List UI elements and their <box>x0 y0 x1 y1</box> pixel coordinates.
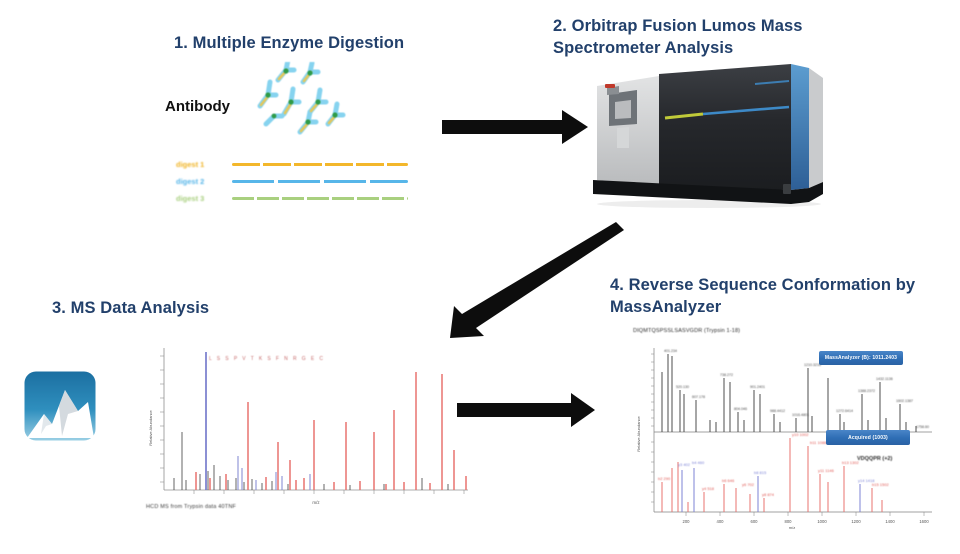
spectrum4-xtick: 600 <box>751 519 759 524</box>
ion-label: y4 518 <box>702 486 715 491</box>
digest-label: digest 2 <box>176 177 205 186</box>
spectrum4-xtick: 1000 <box>817 519 827 524</box>
ion-label: y11 1146 <box>818 468 835 473</box>
step1-heading: 1. Multiple Enzyme Digestion <box>174 34 405 52</box>
massanalyzer-label-box: MassAnalyzer (B): 1011.2403 <box>819 351 903 365</box>
arrow-step2-to-step3 <box>450 222 624 338</box>
antibody-label: Antibody <box>165 98 230 115</box>
arrow-step1-to-step2 <box>442 110 588 144</box>
digest-bar <box>232 163 408 166</box>
antibody-illustration <box>257 62 346 135</box>
spectrum4-ylabel: Relative Abundance <box>636 415 641 451</box>
mass-label: 1602.1387 <box>896 399 913 403</box>
spectrum3-xlabel: m/z <box>312 500 320 505</box>
peptide-charge-tag: VDQQPR (+2) <box>857 456 893 462</box>
ion-label: b4 460 <box>692 460 705 465</box>
digest-legend: digest 1 digest 2 digest 3 <box>176 156 408 207</box>
ion-label: b13 1302 <box>842 460 859 465</box>
digest-row: digest 1 <box>176 156 408 173</box>
step2-heading: 2. Orbitrap Fusion Lumos Mass Spectromet… <box>553 17 803 57</box>
mass-label: 607.178 <box>692 395 705 399</box>
step3-heading: 3. MS Data Analysis <box>52 299 210 317</box>
spectrum4-xtick: 1200 <box>851 519 861 524</box>
mass-label: 1272.6414 <box>836 409 853 413</box>
ms-data-analysis-spectrum: Relative Abundance m/z <box>148 348 468 505</box>
mass-spectrometer-image <box>593 64 823 208</box>
ion-label: b8 815 <box>754 470 767 475</box>
arrow-step3-to-step4 <box>457 393 595 427</box>
digest-label: digest 3 <box>176 194 205 203</box>
mass-label: 1016.4801 <box>792 413 809 417</box>
digest-bar <box>232 197 408 200</box>
ion-label: b6 646 <box>722 478 735 483</box>
spectrum4-xtick: 1400 <box>885 519 895 524</box>
xcalibur-mountain-icon <box>21 368 99 444</box>
ion-label: b15 1502 <box>872 482 889 487</box>
mass-label: 901.2401 <box>750 385 765 389</box>
mass-label: 401.234 <box>664 349 677 353</box>
spectrum3-sequence-annotation: L S S P V T K S F N R G E C <box>209 356 325 362</box>
step4-heading: 4. Reverse Sequence Conformation by Mass… <box>610 276 916 316</box>
mass-label: 988.4412 <box>770 409 785 413</box>
ion-label: b11 1088 <box>810 440 827 445</box>
ion-label: y10 1002 <box>792 432 809 437</box>
ion-label: y3 402 <box>678 462 691 467</box>
mass-label: 1210.3216 <box>804 363 821 367</box>
mass-label: 1388.2372 <box>858 389 875 393</box>
ion-label: b2 290 <box>658 476 671 481</box>
spectrum3-ylabel: Relative Abundance <box>148 409 153 445</box>
spectrum4-xtick: 400 <box>717 519 725 524</box>
digest-label: digest 1 <box>176 160 205 169</box>
mass-label: 520.130 <box>676 385 689 389</box>
spectrum4-xtick: 200 <box>683 519 691 524</box>
massanalyzer-mirror-plot: 200 400 600 800 1000 1200 1400 1600 <box>636 348 932 530</box>
mass-label: 1432.1136 <box>876 377 893 381</box>
acquired-label-box: Acquired (1003) <box>826 430 910 445</box>
ion-label: y8 874 <box>762 492 775 497</box>
spectrum4-xtick: 1600 <box>919 519 929 524</box>
spectrum3-caption: HCD MS from Trypsin data 40TNF <box>146 504 237 510</box>
digest-row: digest 3 <box>176 190 408 207</box>
spectrum4-xlabel: m/z <box>789 525 795 530</box>
mass-label: 804.046 <box>734 407 747 411</box>
spectrum4-title: DIQMTQSPSSLSASVGDR (Trypsin 1-18) <box>633 328 741 334</box>
mass-label: 738.272 <box>720 373 733 377</box>
ion-label: y14 1418 <box>858 478 875 483</box>
spectrum4-xtick: 800 <box>785 519 793 524</box>
ion-label: y6 702 <box>742 482 755 487</box>
digest-row: digest 2 <box>176 173 408 190</box>
digest-bar <box>232 180 408 183</box>
mass-label: 1758.60 <box>916 425 929 429</box>
